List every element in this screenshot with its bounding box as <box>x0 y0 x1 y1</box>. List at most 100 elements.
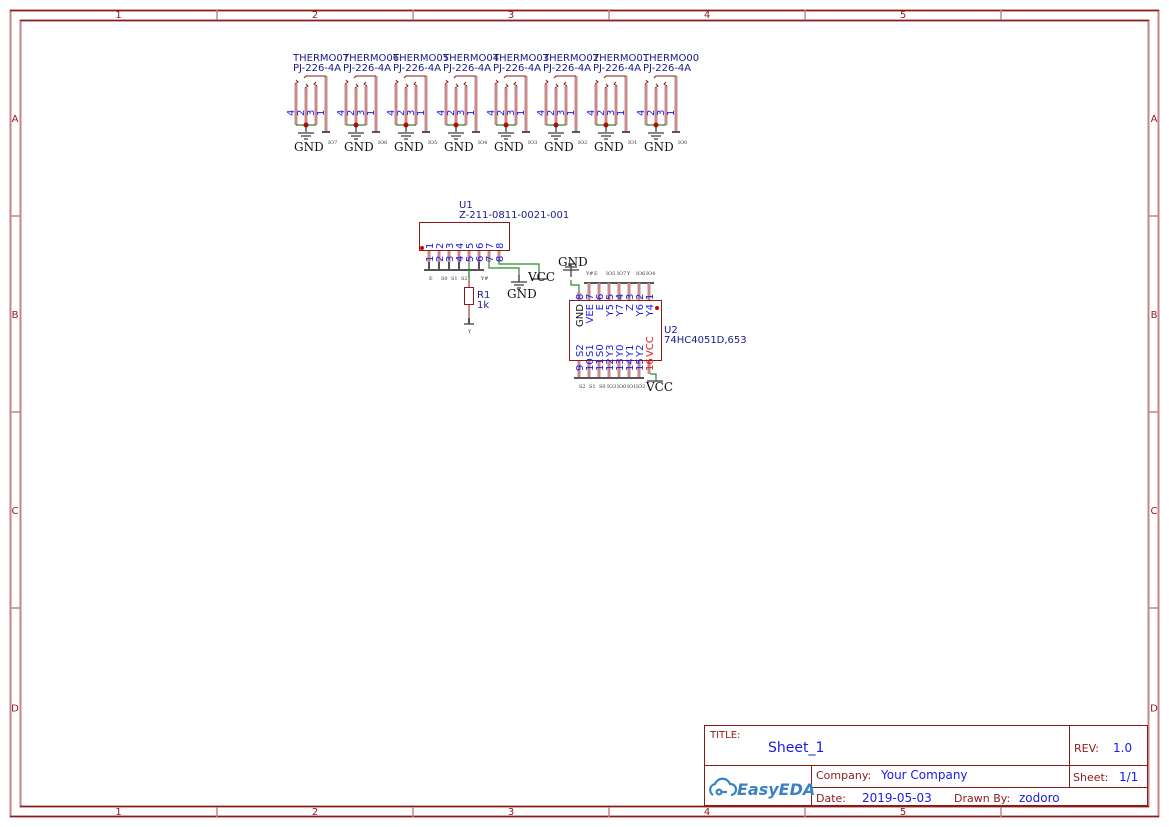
u1-inner-pin: 1 <box>425 243 436 249</box>
u2-top-pin: 2 <box>635 294 646 300</box>
u1-inner-pin: 3 <box>445 243 456 249</box>
net-label: IO1 <box>628 140 637 146</box>
net-label: IO7 <box>328 140 337 146</box>
connector-part: PJ-226-4A <box>593 63 641 74</box>
u2-bottom-pin: 14 <box>625 358 636 371</box>
u2-top-pin: 7 <box>585 294 596 300</box>
date-value: 2019-05-03 <box>862 791 932 805</box>
u2-bottom-net-label: IO0 <box>617 384 626 390</box>
gnd-label: GND <box>594 140 624 154</box>
connector-part: PJ-226-4A <box>393 63 441 74</box>
connector-part: PJ-226-4A <box>543 63 591 74</box>
connector-contact <box>463 81 468 87</box>
pin-number: 1 <box>416 110 427 116</box>
u2-bottom-pin: 15 <box>635 358 646 371</box>
connector-contact <box>603 75 626 79</box>
u2-top-pin-name: Y5 <box>605 304 616 317</box>
connector-contact <box>304 83 309 89</box>
pin-number: 3 <box>606 110 617 116</box>
connector-designator: THERMO03 <box>492 53 549 64</box>
pin-number: 4 <box>286 110 297 116</box>
u1-outer-pin: 4 <box>455 256 466 262</box>
zone-row-label: C <box>12 506 19 517</box>
pin-number: 3 <box>306 110 317 116</box>
u2-bottom-pin-name: Y1 <box>625 345 636 358</box>
rev-label: REV: <box>1074 742 1099 755</box>
u2-designator: U2 <box>664 325 678 336</box>
pin-number: 1 <box>566 110 577 116</box>
pin-number: 4 <box>336 110 347 116</box>
pin-number: 2 <box>596 110 607 116</box>
connector-contact <box>663 81 668 87</box>
pin-number: 1 <box>316 110 327 116</box>
r1-resistor[interactable]: R1 1k Y <box>464 278 490 335</box>
u2-top-pin: 4 <box>615 294 626 300</box>
net-label: IO3 <box>528 140 537 146</box>
u1-outer-pin: 5 <box>465 256 476 262</box>
u2-bottom-net-label: S1 <box>589 384 596 390</box>
u2-top-pin-name: Y6 <box>635 304 646 317</box>
u1-outer-pin: 1 <box>425 256 436 262</box>
u2-gnd-label: GND <box>558 255 588 269</box>
pin-number: 3 <box>656 110 667 116</box>
u2-bottom-pin: 9 <box>575 365 586 371</box>
connector-contact <box>504 83 509 89</box>
u2-component[interactable]: U2 74HC4051D,653 8GND7VEE6E5Y54Y73Z2Y61Y… <box>558 255 747 394</box>
connector-part: PJ-226-4A <box>343 63 391 74</box>
pin-number: 3 <box>506 110 517 116</box>
connector-contact <box>403 75 426 79</box>
u2-vcc-label: VCC <box>645 380 673 394</box>
pin-number: 2 <box>546 110 557 116</box>
u2-bottom-pin: 16 <box>645 358 656 371</box>
pin-number: 2 <box>296 110 307 116</box>
u1-vcc-label: VCC <box>527 270 555 284</box>
connector-contact <box>313 81 318 87</box>
drawn-by-value: zodoro <box>1019 791 1060 805</box>
u2-bottom-pin-name: S1 <box>585 344 596 357</box>
u2-bottom-pin: 10 <box>585 358 596 371</box>
connector-contact <box>653 75 676 79</box>
u2-top-net-label: Y <box>626 271 631 277</box>
cloud-icon <box>709 777 738 797</box>
u1-designator: U1 <box>459 200 473 211</box>
gnd-label: GND <box>344 140 374 154</box>
gnd-label: GND <box>444 140 474 154</box>
u2-top-net-label: IO6 <box>636 271 645 277</box>
connector-contact <box>363 81 368 87</box>
u1-outer-pin: 3 <box>445 256 456 262</box>
pin-number: 1 <box>516 110 527 116</box>
u2-bottom-pin: 13 <box>615 358 626 371</box>
zone-column-label: 5 <box>900 10 906 21</box>
zone-column-label: 5 <box>900 807 906 818</box>
net-label: IO2 <box>578 140 587 146</box>
u2-top-pin-name: GND <box>575 304 586 327</box>
pin-number: 1 <box>466 110 477 116</box>
u2-bottom-net-label: S0 <box>599 384 606 390</box>
gnd-label: GND <box>494 140 524 154</box>
u2-top-pin-name: E <box>595 304 606 310</box>
gnd-label: GND <box>294 140 324 154</box>
zone-row-label: D <box>11 704 19 715</box>
u2-top-net-label: E <box>594 271 598 277</box>
u1-inner-pin: 6 <box>475 243 486 249</box>
date-label: Date: <box>816 792 846 805</box>
connector-contact <box>354 83 359 89</box>
connector-contact <box>544 79 549 85</box>
connector-designator: THERMO00 <box>642 53 699 64</box>
u2-top-net-label: IO5 <box>606 271 615 277</box>
u2-bottom-pin-name: S2 <box>575 344 586 357</box>
u2-body <box>569 300 662 361</box>
gnd-label: GND <box>544 140 574 154</box>
u1-net-label: Y# <box>480 276 489 282</box>
zone-column-label: 3 <box>508 10 514 21</box>
pin-number: 2 <box>446 110 457 116</box>
